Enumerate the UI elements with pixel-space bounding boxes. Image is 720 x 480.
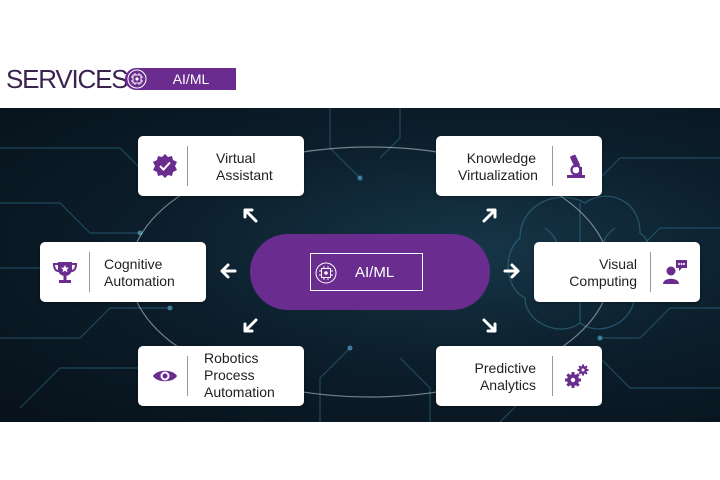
center-hub-box: AI/ML [310,253,423,291]
service-card-robotics-process-automation[interactable]: Robotics Process Automation [138,346,304,406]
arrow-up-left-icon [243,208,258,223]
service-card-label: Robotics Process Automation [204,350,275,400]
user-chat-icon [663,260,687,284]
section-badge: AI/ML [125,68,236,90]
eye-icon [153,370,177,382]
arrow-down-right-icon [482,318,497,333]
trophy-icon [52,262,78,283]
service-card-knowledge-virtualization[interactable]: Knowledge Virtualization [436,136,602,196]
services-diagram: AI/ML Virtual Assistant Knowledge Vir [0,108,720,422]
microscope-icon [567,154,585,178]
arrow-right-icon [503,263,520,279]
service-card-label: Predictive Analytics [474,360,536,393]
service-card-label: Virtual Assistant [216,150,273,183]
section-badge-label: AI/ML [172,71,210,87]
badge-check-icon [153,154,177,178]
arrow-up-right-icon [482,208,497,223]
center-hub-label: AI/ML [355,264,395,281]
service-card-label: Knowledge Virtualization [458,150,538,183]
page-title: SERVICES [6,64,129,94]
service-card-label: Cognitive Automation [104,256,175,289]
service-card-cognitive-automation[interactable]: Cognitive Automation [40,242,206,302]
ai-chip-icon [127,69,147,89]
service-card-label: Visual Computing [569,256,637,289]
center-hub: AI/ML [250,234,490,310]
arrow-down-left-icon [243,318,258,333]
ai-chip-icon [315,262,337,284]
arrow-left-icon [220,263,237,279]
service-card-virtual-assistant[interactable]: Virtual Assistant [138,136,304,196]
gears-icon [565,364,589,388]
service-card-predictive-analytics[interactable]: Predictive Analytics [436,346,602,406]
service-card-visual-computing[interactable]: Visual Computing [534,242,700,302]
